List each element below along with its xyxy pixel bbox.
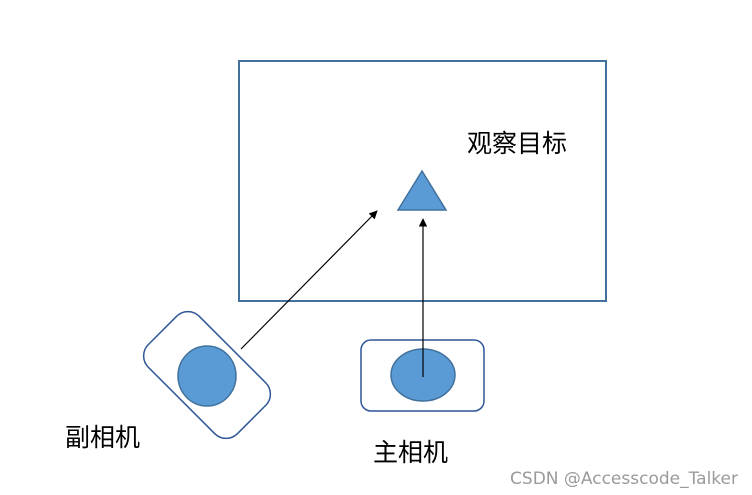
- secondary-camera-lens: [177, 345, 237, 407]
- watermark-text: CSDN @Accesscode_Talker: [510, 469, 738, 489]
- secondary-camera-sightline-arrow: [240, 210, 378, 350]
- secondary-camera-label: 副相机: [65, 423, 140, 452]
- target-label: 观察目标: [467, 129, 567, 158]
- main-camera-label: 主相机: [373, 438, 448, 467]
- target-triangle-icon: [396, 169, 448, 211]
